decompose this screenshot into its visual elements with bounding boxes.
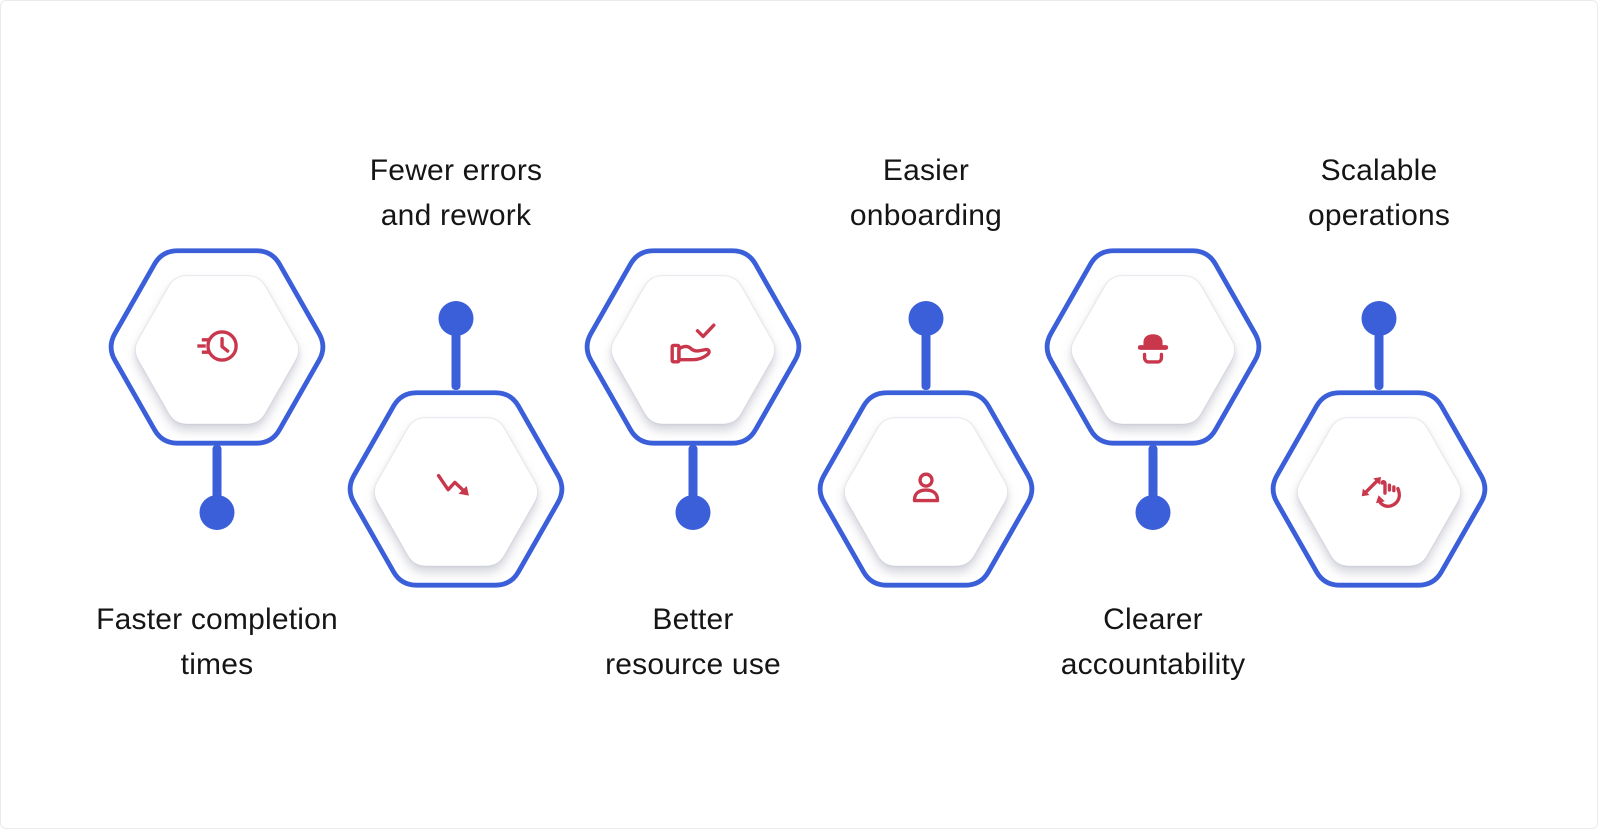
- benefit-label-line: Better: [652, 603, 734, 636]
- benefit-label: Fewer errors and rework: [286, 148, 626, 238]
- person-icon: [912, 472, 940, 503]
- benefit-label: Better resource use: [523, 597, 863, 687]
- connector-stem: [451, 315, 461, 390]
- benefit-label-line: times: [180, 648, 254, 681]
- connector-stem: [212, 445, 222, 515]
- benefit-label-line: accountability: [1060, 648, 1246, 681]
- connector-dot: [1135, 495, 1171, 530]
- hexagon-card: [1264, 386, 1494, 590]
- benefit-label: Faster completion times: [47, 597, 387, 687]
- connector-dot: [199, 495, 235, 530]
- benefit-label-line: resource use: [605, 648, 781, 681]
- benefit-column-fewer-errors: Fewer errors and rework: [336, 1, 576, 832]
- benefit-label-line: Clearer: [1103, 603, 1203, 636]
- connector-stem: [921, 315, 931, 390]
- hexagon-card: [341, 386, 571, 590]
- hexagon-card: [578, 244, 808, 448]
- benefit-label-line: Easier: [882, 154, 970, 187]
- bowler-hat-icon: [1137, 334, 1169, 364]
- benefit-label-line: onboarding: [849, 199, 1003, 232]
- benefit-column-better-resource: Better resource use: [573, 1, 813, 832]
- benefit-column-clearer-accountability: Clearer accountability: [1033, 1, 1273, 832]
- benefit-label: Easier onboarding: [756, 148, 1096, 238]
- trend-down-icon: [436, 473, 469, 496]
- connector-stem: [1148, 445, 1158, 515]
- benefit-label: Clearer accountability: [983, 597, 1323, 687]
- benefit-column-easier-onboarding: Easier onboarding: [806, 1, 1046, 832]
- benefit-label-line: Fewer errors: [369, 154, 543, 187]
- benefit-column-scalable-operations: Scalable operations: [1259, 1, 1499, 832]
- benefit-label-line: Faster completion: [96, 603, 338, 636]
- benefit-label: Scalable operations: [1209, 148, 1549, 238]
- connector-dot: [675, 495, 711, 530]
- pinch-scale-icon: [1361, 476, 1401, 508]
- benefit-label-line: Scalable: [1320, 154, 1438, 187]
- hexagon-card: [1038, 244, 1268, 448]
- hexagon-card: [102, 244, 332, 448]
- benefit-column-faster-completion: Faster completion times: [96, 1, 338, 832]
- hand-check-icon: [670, 323, 716, 364]
- benefit-label-line: and rework: [380, 199, 532, 232]
- benefit-label-line: operations: [1307, 199, 1451, 232]
- connector-stem: [688, 445, 698, 515]
- connector-stem: [1374, 315, 1384, 390]
- fast-clock-icon: [197, 330, 238, 362]
- hexagon-card: [811, 386, 1041, 590]
